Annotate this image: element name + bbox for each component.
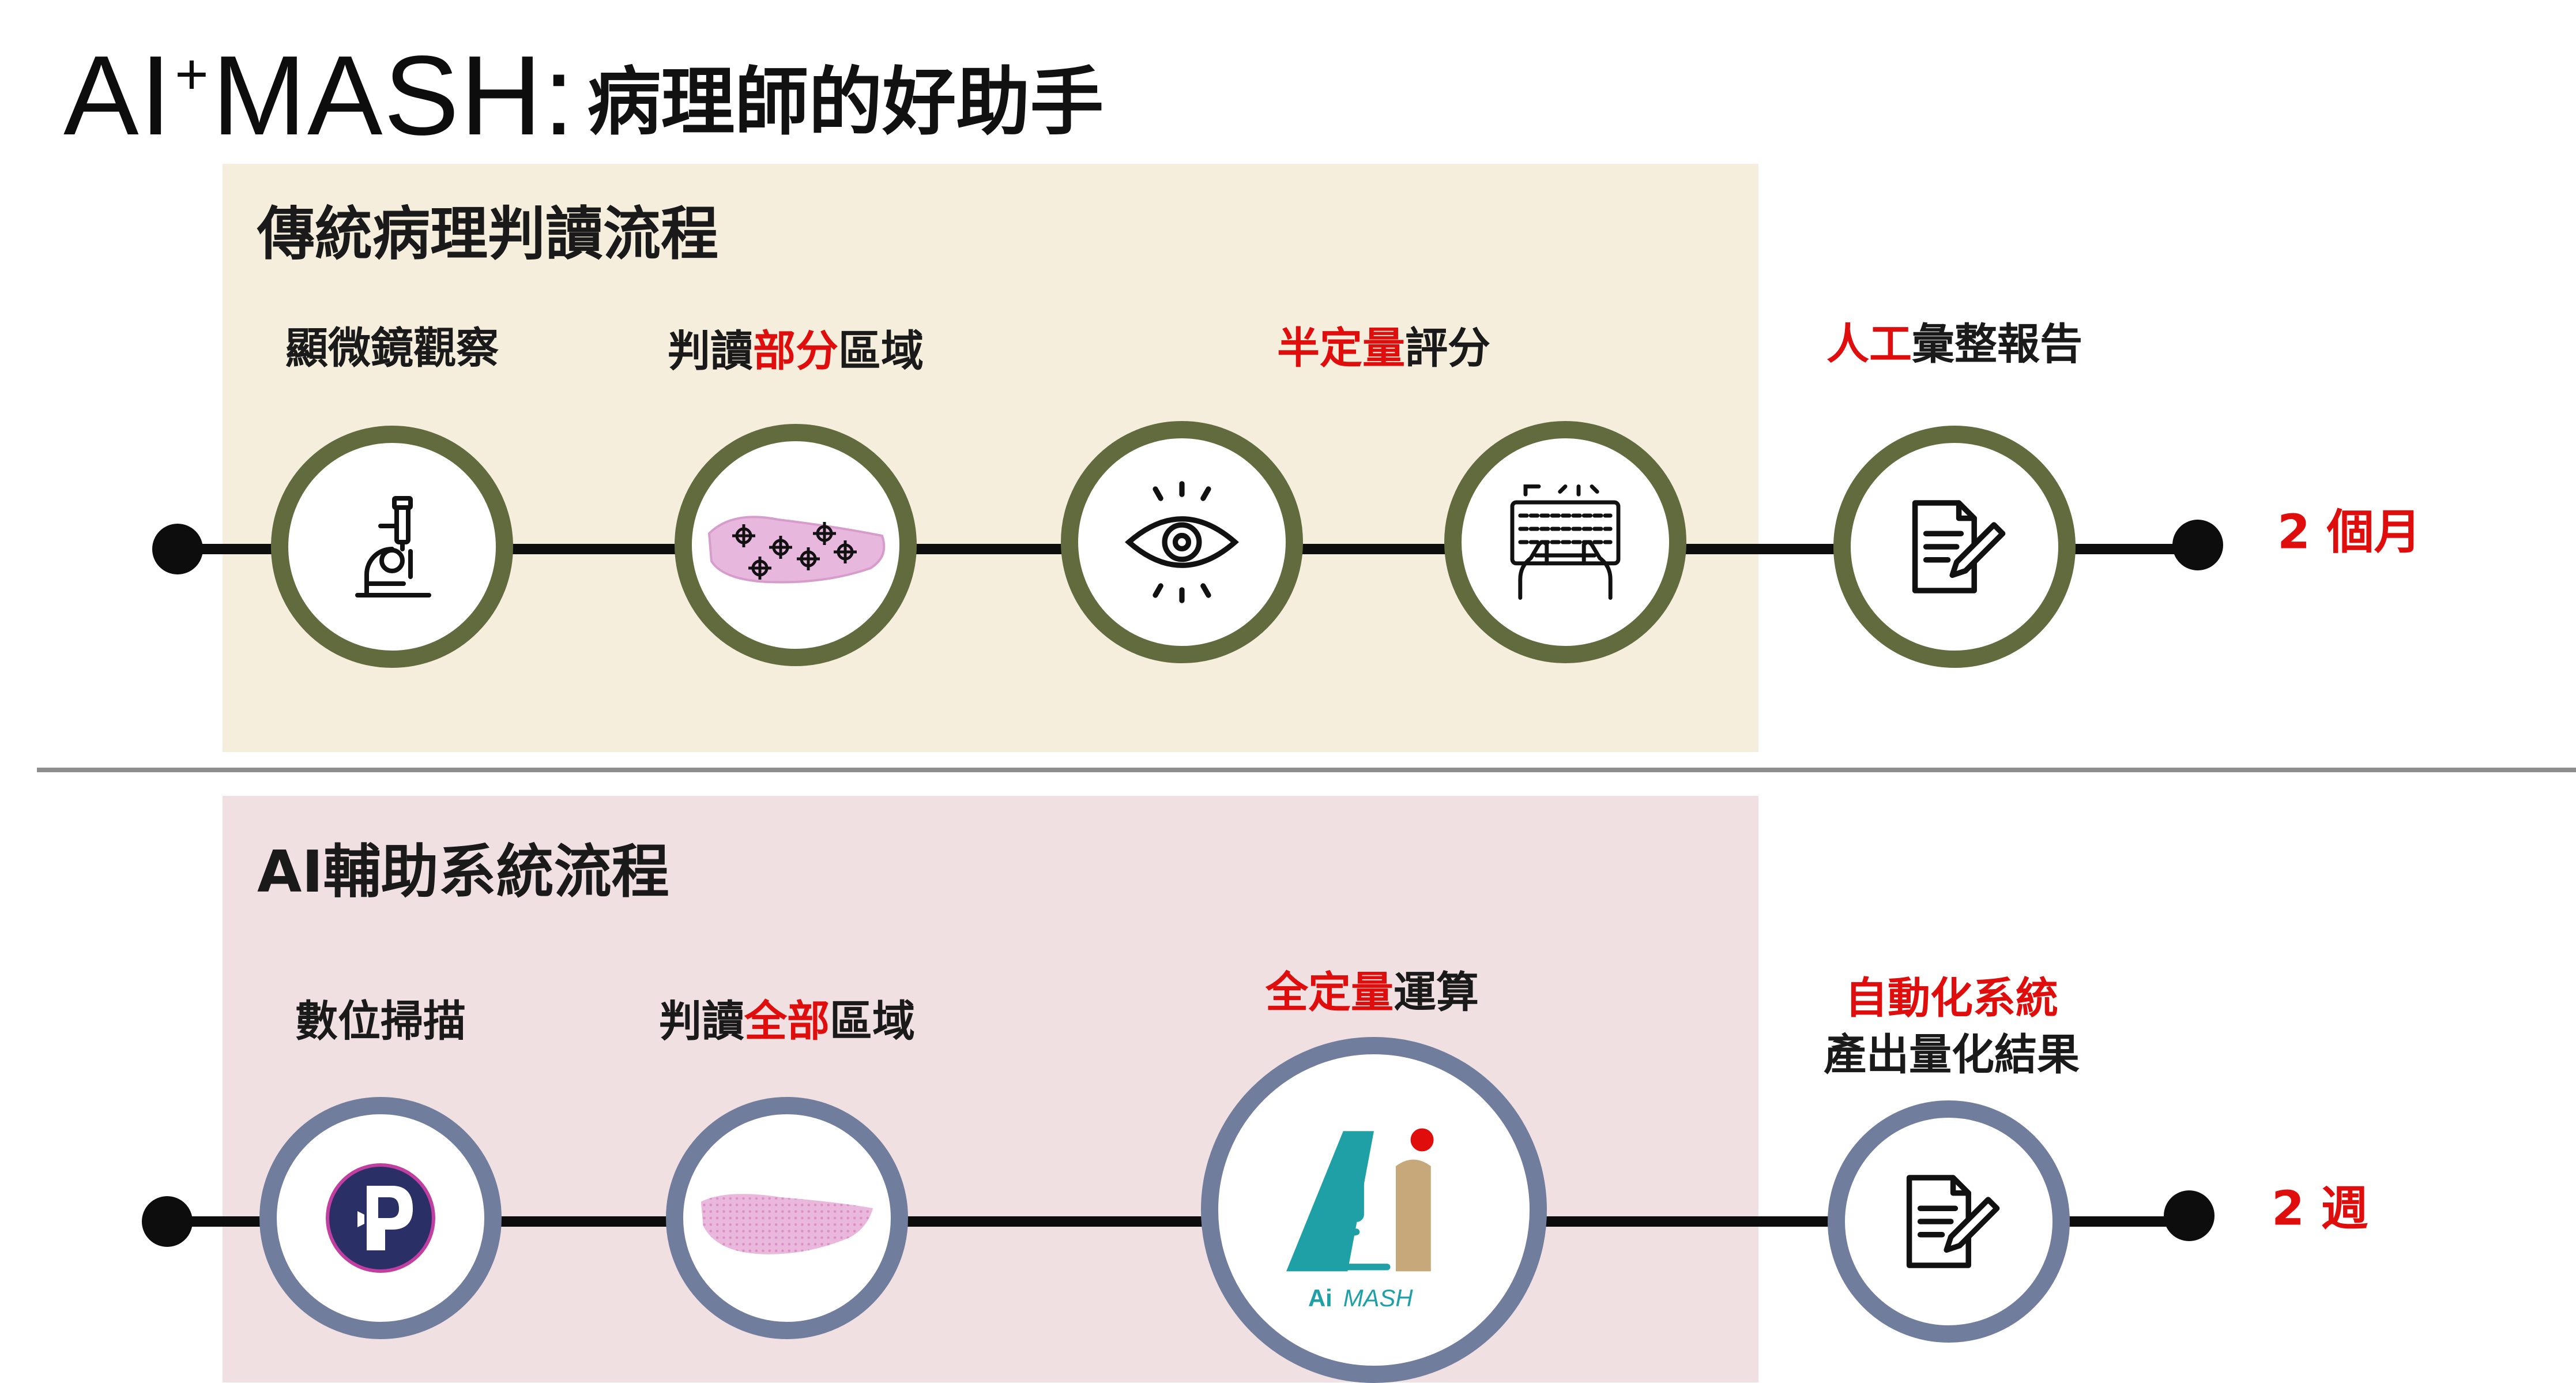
tissue-partial-icon bbox=[707, 516, 886, 584]
traditional-workflow-heading: 傳統病理判讀流程 bbox=[257, 200, 718, 268]
label-text: 運算 bbox=[1394, 968, 1479, 1017]
tissue-whole-icon bbox=[701, 1194, 873, 1254]
label-text: 區域 bbox=[830, 997, 915, 1046]
svg-text:MASH: MASH bbox=[1343, 1284, 1414, 1311]
label-text: 區域 bbox=[838, 326, 924, 376]
label-highlight: 半定量 bbox=[1277, 324, 1405, 373]
section-divider bbox=[37, 768, 2576, 772]
label-highlight: 人工 bbox=[1826, 320, 1912, 369]
eye-icon bbox=[1125, 481, 1239, 603]
label-text: 彙整報告 bbox=[1912, 320, 2082, 369]
trad-step-2-label: 判讀部分區域 bbox=[668, 323, 924, 379]
label-text: 判讀 bbox=[668, 326, 753, 376]
label-text: 判讀 bbox=[659, 997, 744, 1046]
label-text: 數位掃描 bbox=[295, 997, 466, 1046]
typing-keyboard-icon bbox=[1510, 484, 1621, 600]
ai-end-dot bbox=[2164, 1190, 2215, 1241]
page-title: AI+MASH: 病理師的好助手 bbox=[63, 32, 1104, 159]
label-highlight: 部分 bbox=[753, 326, 838, 376]
label-highlight: 全部 bbox=[744, 997, 830, 1046]
trad-step-3-label: 半定量評分 bbox=[1277, 320, 1490, 377]
label-line: 自動化系統 bbox=[1824, 970, 2080, 1027]
document-pen-icon bbox=[1906, 1175, 2000, 1268]
digital-scanner-logo-icon bbox=[326, 1163, 435, 1273]
ai-start-dot bbox=[142, 1196, 193, 1247]
microscope-icon bbox=[355, 496, 431, 597]
ai-step-3-label: 全定量運算 bbox=[1266, 964, 1479, 1021]
page-subtitle: 病理師的好助手 bbox=[587, 59, 1104, 145]
trad-step-4-circle bbox=[1444, 421, 1686, 663]
label-highlight: 自動化系統 bbox=[1845, 974, 2058, 1023]
label-text: 評分 bbox=[1405, 324, 1490, 373]
document-pen-icon bbox=[1912, 500, 2006, 593]
ai-step-2-label: 判讀全部區域 bbox=[659, 993, 915, 1050]
ai-step-2-circle bbox=[666, 1097, 908, 1339]
ai-step-4-circle bbox=[1828, 1100, 2070, 1343]
traditional-end-dot bbox=[2172, 520, 2223, 570]
ai-step-1-label: 數位掃描 bbox=[295, 993, 466, 1050]
trad-step-1-circle bbox=[271, 426, 513, 668]
ai-step-1-circle bbox=[259, 1097, 502, 1339]
label-text: 產出量化結果 bbox=[1824, 1030, 2080, 1080]
traditional-start-dot bbox=[152, 524, 203, 574]
svg-text:Ai: Ai bbox=[1308, 1284, 1332, 1311]
ai-mash-logo-icon: Ai MASH bbox=[1286, 1125, 1437, 1311]
trad-step-5-circle bbox=[1833, 426, 2076, 668]
label-highlight: 全定量 bbox=[1266, 968, 1394, 1017]
ai-step-4-label: 自動化系統產出量化結果 bbox=[1824, 970, 2080, 1083]
trad-step-2-circle bbox=[675, 424, 917, 666]
label-line: 產出量化結果 bbox=[1824, 1027, 2080, 1083]
ai-duration: 2 週 bbox=[2272, 1181, 2368, 1237]
label-text: 顯微鏡觀察 bbox=[285, 324, 499, 373]
ai-step-3-circle: Ai MASH bbox=[1201, 1037, 1547, 1383]
ai-workflow-heading: AI輔助系統流程 bbox=[257, 838, 669, 905]
trad-step-5-label: 人工彙整報告 bbox=[1826, 316, 2082, 373]
traditional-duration: 2 個月 bbox=[2277, 505, 2421, 560]
brand-logotype: AI+MASH: bbox=[63, 32, 576, 159]
trad-step-3-circle bbox=[1061, 421, 1303, 663]
trad-step-1-label: 顯微鏡觀察 bbox=[285, 320, 499, 377]
